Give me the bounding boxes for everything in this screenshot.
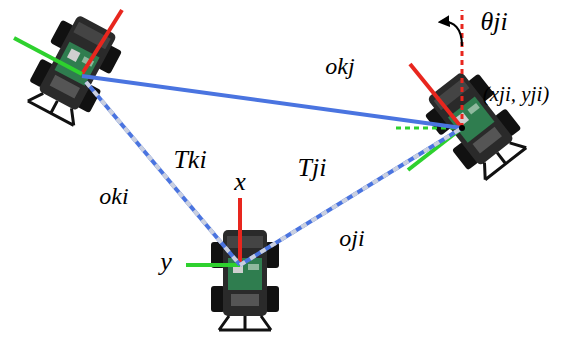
reference-x-axis (461, 10, 464, 128)
transform-line (86, 82, 240, 265)
math-label: θji (480, 9, 507, 35)
transform-line (240, 128, 462, 265)
math-label: Tki (173, 147, 206, 173)
x-axis (238, 198, 242, 265)
math-label: Tji (298, 155, 327, 181)
math-label: y (160, 249, 172, 275)
math-label: oji (339, 226, 364, 250)
math-label: okj (325, 54, 354, 78)
math-label: (xji, yji) (483, 84, 549, 105)
math-label: oki (99, 184, 128, 208)
y-axis (186, 263, 240, 267)
math-label: x (234, 169, 246, 195)
observation-line (82, 76, 462, 128)
angle-arrow (440, 22, 462, 46)
y-axis (14, 38, 82, 74)
transform-line (240, 128, 462, 265)
origin-dot (459, 125, 465, 131)
x-axis (410, 64, 462, 128)
transform-line (86, 82, 240, 265)
x-axis (82, 10, 122, 74)
